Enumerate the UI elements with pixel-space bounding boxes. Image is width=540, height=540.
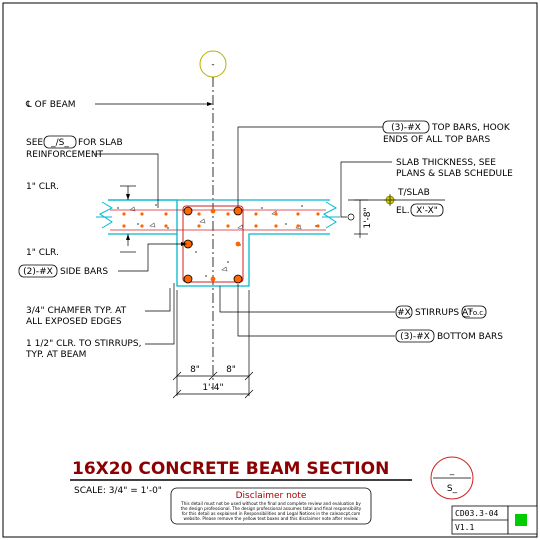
scale-text: SCALE: 3/4" = 1'-0" bbox=[74, 486, 162, 496]
label-reinforcement: REINFORCEMENT bbox=[26, 150, 104, 160]
section-bubble-bottom: S_ bbox=[447, 484, 458, 494]
disclaimer-box bbox=[170, 487, 372, 525]
label-tslab: T/SLAB bbox=[397, 188, 430, 198]
drawing-title: 16X20 CONCRETE BEAM SECTION bbox=[72, 459, 389, 479]
label-chamfer-1: 3/4" CHAMFER TYP. AT bbox=[26, 306, 127, 316]
label-top-bars-2: ENDS OF ALL TOP BARS bbox=[383, 135, 491, 145]
disclaimer-line: This detail must not be used without the… bbox=[180, 501, 361, 506]
bottom-dimensions bbox=[172, 290, 254, 399]
status-square bbox=[515, 514, 527, 526]
label-boxes bbox=[18, 120, 487, 343]
label-slab-2: PLANS & SLAB SCHEDULE bbox=[396, 169, 513, 179]
left-break-line bbox=[96, 201, 114, 229]
label-el-box: X'-X" bbox=[416, 206, 438, 216]
label-height-dim: 1'-8" bbox=[363, 207, 373, 228]
dim-left: 8" bbox=[190, 365, 200, 375]
label-chamfer-2: ALL EXPOSED EDGES bbox=[26, 317, 122, 327]
label-top-bars-box: (3)-#X bbox=[391, 123, 421, 133]
label-clr-bottom: 1" CLR. bbox=[26, 248, 59, 258]
grid-bubble-label: - bbox=[211, 60, 214, 70]
label-top-bars: TOP BARS, HOOK bbox=[431, 123, 511, 133]
drawing-version: V1.1 bbox=[455, 523, 474, 532]
label-see-suffix: FOR SLAB bbox=[78, 138, 123, 148]
disclaimer-line: the design professional. The design prof… bbox=[181, 506, 362, 511]
label-side-bars-box: (2)-#X bbox=[23, 267, 53, 277]
label-stirrups-box: #X bbox=[397, 308, 411, 318]
label-cl-beam: ℄ OF BEAM bbox=[25, 100, 76, 110]
elevation-target-icon bbox=[384, 194, 396, 206]
right-break-line bbox=[322, 201, 340, 229]
rebar-cage bbox=[110, 205, 326, 284]
label-side-bars: SIDE BARS bbox=[60, 267, 108, 277]
label-see-prefix: SEE bbox=[26, 138, 43, 148]
top-bar-left bbox=[183, 206, 193, 216]
title-block bbox=[451, 505, 538, 535]
bottom-bar-mid bbox=[210, 276, 216, 282]
bottom-bar-left bbox=[183, 274, 193, 284]
label-clr-stirrup-1: 1 1/2" CLR. TO STIRRUPS, bbox=[26, 339, 141, 349]
slab-edge-marker bbox=[347, 213, 355, 221]
arrow-heads bbox=[126, 102, 213, 246]
top-bar-mid bbox=[210, 208, 216, 214]
disclaimer-line: website. Please remove the yellow text b… bbox=[184, 516, 359, 521]
dim-total: 1'-4" bbox=[202, 383, 223, 393]
label-bottom-bars-box: (3)-#X bbox=[400, 332, 430, 342]
label-slab-1: SLAB THICKNESS, SEE bbox=[396, 158, 496, 168]
label-el-prefix: EL. bbox=[396, 206, 410, 216]
side-bar-right bbox=[235, 241, 241, 247]
bottom-bar-right bbox=[233, 274, 243, 284]
top-bar-right bbox=[233, 206, 243, 216]
label-clr-stirrup-2: TYP. AT BEAM bbox=[25, 350, 86, 360]
label-clr-top: 1" CLR. bbox=[26, 182, 59, 192]
label-see-box: _/S_ bbox=[50, 138, 69, 148]
section-bubble-top: _ bbox=[449, 466, 455, 476]
label-stirrups-spacing: __"o.c. bbox=[462, 309, 486, 317]
label-bottom-bars: BOTTOM BARS bbox=[437, 332, 503, 342]
dim-right: 8" bbox=[226, 365, 236, 375]
drawing-number: CD03.3-04 bbox=[455, 509, 499, 518]
label-stirrups: STIRRUPS AT bbox=[415, 308, 473, 318]
disclaimer-heading: Disclaimer note bbox=[236, 491, 307, 501]
leaders bbox=[95, 103, 445, 345]
slab-bar-dots bbox=[122, 212, 320, 228]
disclaimer-line: for this detail as explained in Responsi… bbox=[182, 511, 361, 516]
concrete-section bbox=[96, 199, 340, 287]
